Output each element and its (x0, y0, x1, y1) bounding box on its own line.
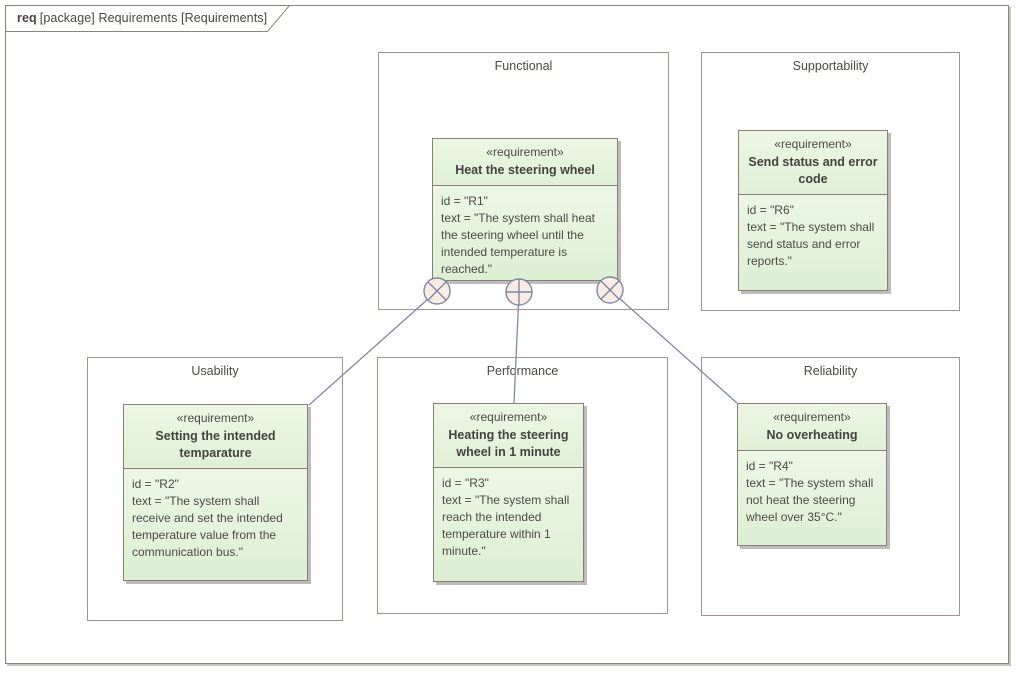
requirement-name: Heat the steering wheel (455, 163, 595, 177)
requirement-text: text = "The system shall receive and set… (132, 494, 283, 559)
stereotype-label: «requirement» (774, 137, 852, 151)
requirement-body: id = "R1" text = "The system shall heat … (433, 186, 617, 284)
requirement-name: Send status and error code (748, 155, 878, 186)
requirement-text: text = "The system shall send status and… (747, 220, 875, 268)
frame-title: req[package] Requirements [Requirements] (17, 11, 267, 25)
requirement-header: «requirement» Setting the intended tempa… (124, 405, 307, 469)
stereotype-label: «requirement» (469, 410, 548, 424)
requirement-body: id = "R4" text = "The system shall not h… (738, 451, 886, 545)
stereotype-label: «requirement» (773, 410, 851, 424)
requirement-id: id = "R2" (132, 477, 179, 491)
requirement-header: «requirement» No overheating (738, 404, 886, 451)
requirement-r1[interactable]: «requirement» Heat the steering wheel id… (432, 138, 618, 281)
requirement-text: text = "The system shall heat the steeri… (441, 211, 595, 276)
package-title: Supportability (792, 59, 869, 73)
stereotype-label: «requirement» (176, 411, 255, 425)
requirement-body: id = "R3" text = "The system shall reach… (434, 468, 583, 581)
stereotype-label: «requirement» (486, 145, 564, 159)
requirement-id: id = "R4" (746, 459, 793, 473)
requirement-r3[interactable]: «requirement» Heating the steering wheel… (433, 403, 584, 582)
requirement-r6[interactable]: «requirement» Send status and error code… (738, 130, 888, 291)
requirement-id: id = "R6" (747, 203, 794, 217)
package-title: Functional (494, 59, 553, 73)
frame-tab (5, 5, 291, 32)
requirement-name: Setting the intended temparature (155, 429, 276, 460)
requirement-r2[interactable]: «requirement» Setting the intended tempa… (123, 404, 308, 581)
requirement-text: text = "The system shall not heat the st… (746, 476, 874, 524)
package-title: Reliability (803, 364, 858, 378)
requirement-text: text = "The system shall reach the inten… (442, 493, 570, 558)
frame-keyword: req (17, 11, 37, 25)
requirement-name: Heating the steering wheel in 1 minute (448, 428, 569, 459)
package-title: Usability (191, 364, 239, 378)
requirement-header: «requirement» Heating the steering wheel… (434, 404, 583, 468)
requirement-id: id = "R3" (442, 476, 489, 490)
requirement-body: id = "R6" text = "The system shall send … (739, 195, 887, 290)
requirement-r4[interactable]: «requirement» No overheating id = "R4" t… (737, 403, 887, 546)
requirement-header: «requirement» Heat the steering wheel (433, 139, 617, 186)
requirement-body: id = "R2" text = "The system shall recei… (124, 469, 307, 580)
package-title: Performance (486, 364, 559, 378)
frame-title-text: [package] Requirements [Requirements] (39, 11, 268, 25)
requirement-name: No overheating (766, 428, 858, 442)
requirement-header: «requirement» Send status and error code (739, 131, 887, 195)
requirement-id: id = "R1" (441, 194, 488, 208)
